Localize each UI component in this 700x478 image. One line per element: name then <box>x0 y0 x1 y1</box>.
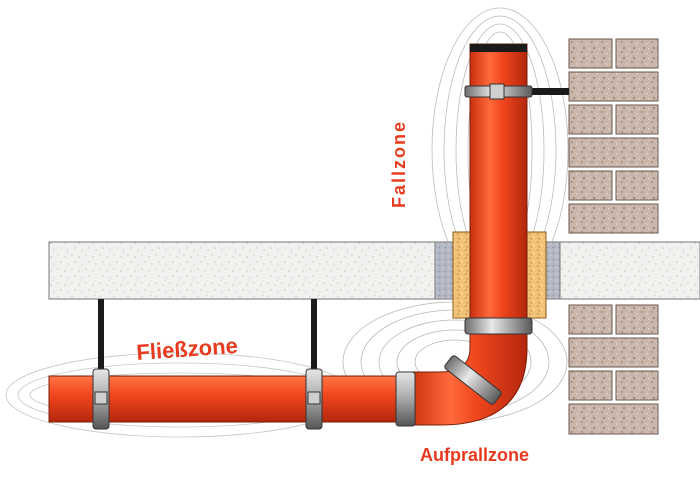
label-aufprallzone: Aufprallzone <box>420 445 529 465</box>
brick-wall <box>568 38 659 435</box>
coupling-vertical <box>464 317 533 335</box>
pipe-clamp-left <box>92 368 110 430</box>
horizontal-pipe <box>48 375 415 423</box>
concrete-slab <box>48 241 700 300</box>
label-fliesszone: Fließzone <box>136 333 239 365</box>
pipe-clamp-right <box>305 368 323 430</box>
hanger-rods <box>98 299 317 369</box>
pipe-clamp-vertical <box>464 83 533 100</box>
label-fallzone: Fallzone <box>389 120 409 208</box>
wall-bracket <box>515 88 569 95</box>
coupling-horizontal <box>395 371 416 427</box>
coupling-elbow <box>444 355 502 405</box>
